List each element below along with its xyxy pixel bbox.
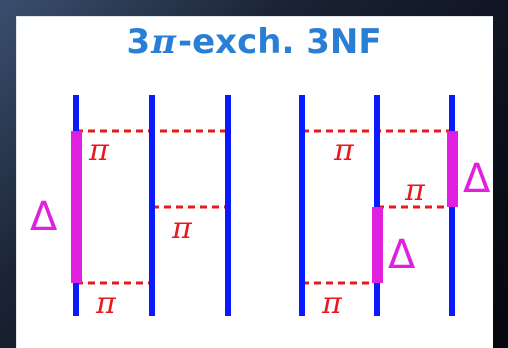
pi-label-middle: π: [171, 211, 193, 246]
title-pi-symbol: π: [151, 22, 176, 62]
pi-label-middle: π: [404, 173, 426, 208]
pi-label-top: π: [88, 133, 110, 168]
diagram-right: π π π Δ Δ: [299, 95, 491, 321]
pi-label-bottom: π: [321, 286, 343, 321]
pi-label-bottom: π: [95, 286, 117, 321]
delta-label: Δ: [30, 194, 58, 240]
diagram-panel: [16, 16, 493, 348]
delta-bar-right: [447, 131, 458, 207]
title-suffix: -exch. 3NF: [178, 22, 382, 62]
pi-label-top: π: [333, 133, 355, 168]
delta-label-right: Δ: [463, 156, 491, 202]
delta-bar-middle: [372, 207, 383, 283]
title-prefix: 3: [126, 22, 151, 62]
delta-bar: [71, 131, 82, 283]
delta-label-middle: Δ: [388, 232, 416, 278]
slide-title: 3π-exch. 3NF: [16, 22, 492, 62]
diagram-left: π π π Δ: [30, 95, 231, 321]
